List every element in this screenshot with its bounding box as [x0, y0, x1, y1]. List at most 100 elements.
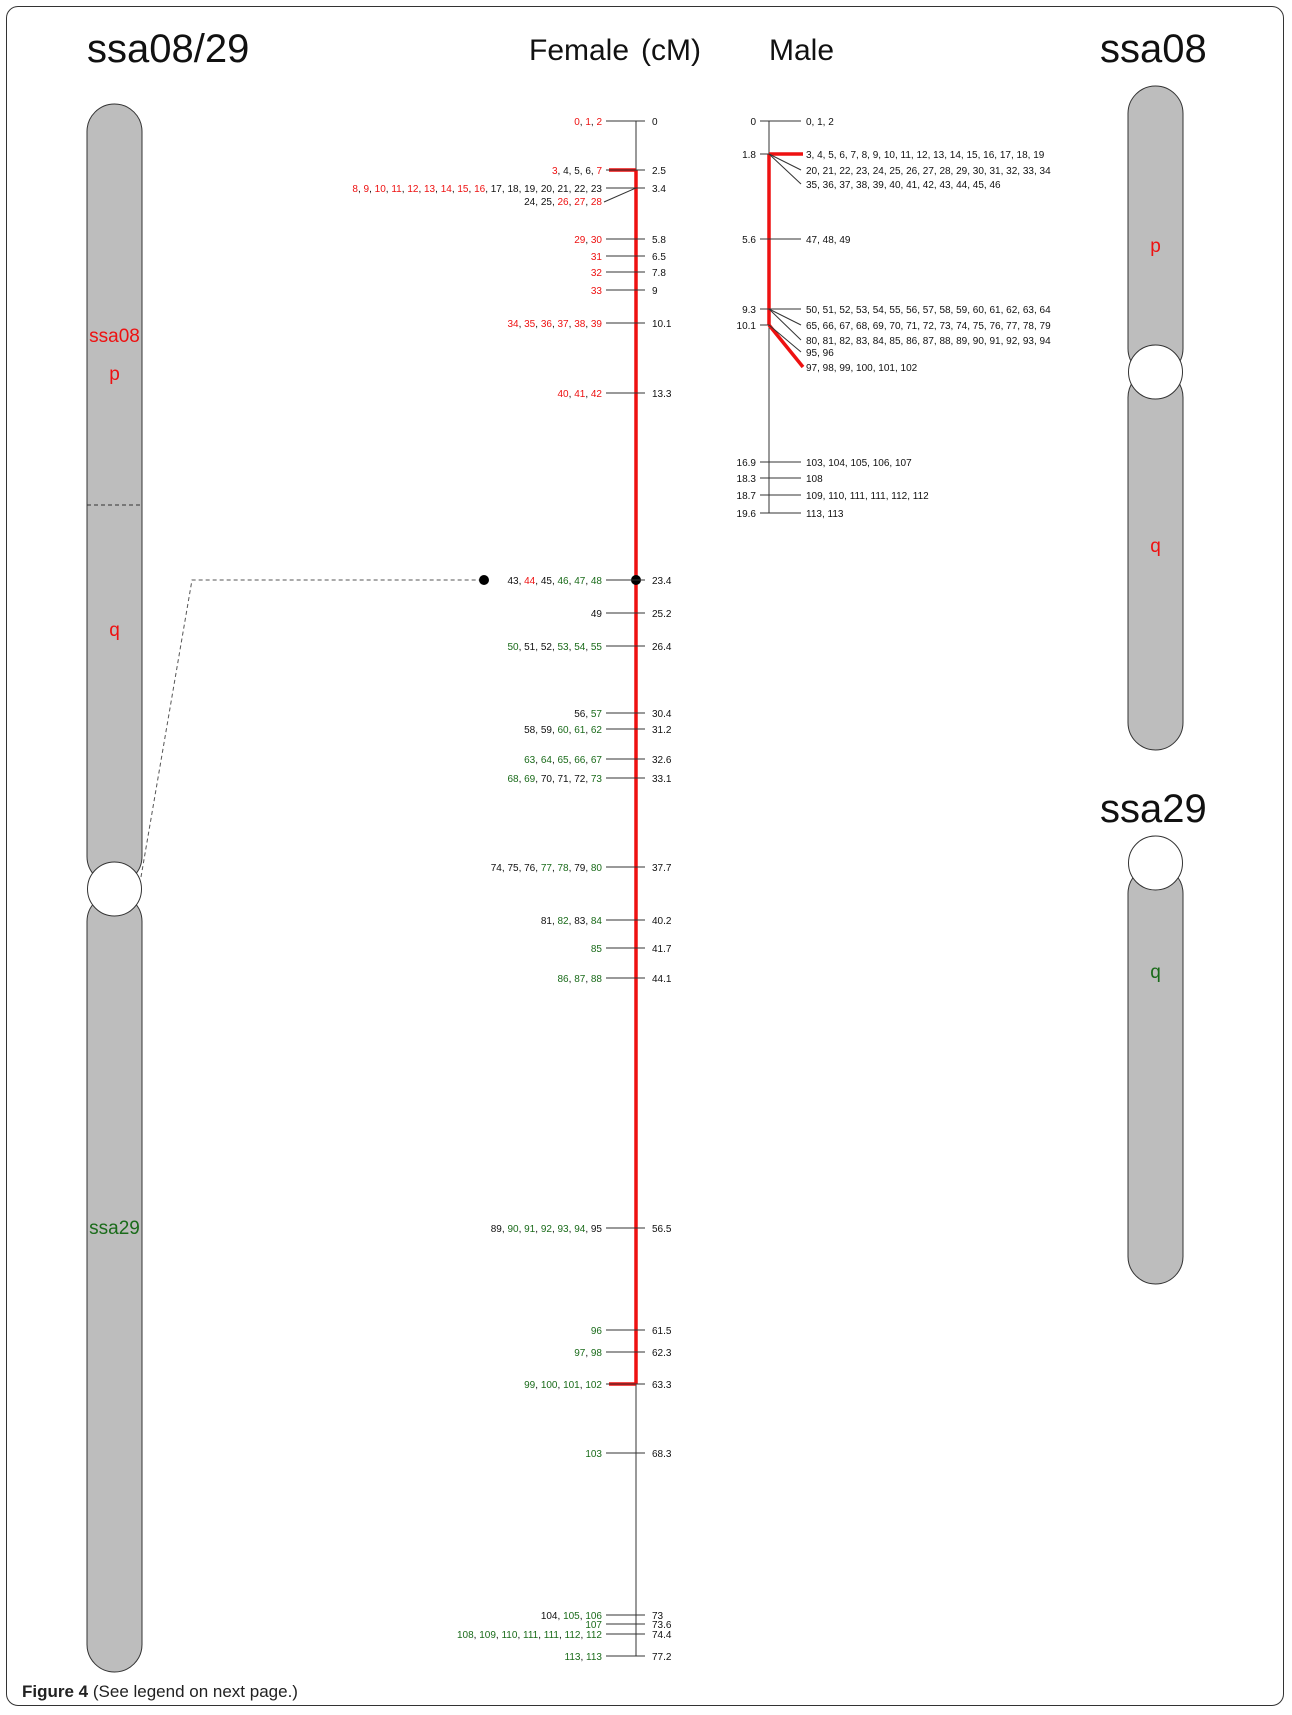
female-marker-label: 24, 25, 26, 27, 28: [524, 197, 602, 208]
female-position-label: 37.7: [652, 863, 672, 874]
female-linkage-map: 00, 1, 22.53, 4, 5, 6, 73.48, 9, 10, 11,…: [352, 117, 671, 1663]
female-position-label: 44.1: [652, 974, 672, 985]
female-position-label: 56.5: [652, 1224, 672, 1235]
male-marker-label: 95, 96: [806, 348, 834, 359]
male-marker-label: 35, 36, 37, 38, 39, 40, 41, 42, 43, 44, …: [806, 180, 1001, 191]
female-marker-label: 85: [591, 944, 603, 955]
female-marker-label: 99, 100, 101, 102: [524, 1380, 602, 1391]
female-marker-label: 68, 69, 70, 71, 72, 73: [507, 774, 602, 785]
male-marker-connector: [768, 153, 802, 171]
chromosome-right-bottom-q-arm: [1127, 865, 1184, 1285]
male-position-label: 18.7: [737, 491, 757, 502]
female-position-label: 40.2: [652, 916, 672, 927]
female-marker-label: 104, 105, 106: [541, 1611, 603, 1622]
centromere-right-bottom: [1128, 835, 1183, 891]
female-marker-label: 29, 30: [574, 235, 602, 246]
label-left-q: q: [109, 620, 120, 641]
centromere-left: [87, 861, 142, 917]
male-marker-label: 3, 4, 5, 6, 7, 8, 9, 10, 11, 12, 13, 14,…: [806, 150, 1045, 161]
chromosome-left-lower-arm: [86, 893, 143, 1673]
label-right-top-q: q: [1150, 536, 1161, 557]
female-marker-label: 96: [591, 1326, 603, 1337]
chromosome-left: ssa08 p q ssa29: [86, 103, 143, 1673]
male-position-label: 16.9: [737, 458, 757, 469]
chromosome-left-upper-arm: [86, 103, 143, 885]
female-position-label: 68.3: [652, 1449, 672, 1460]
caption-text: (See legend on next page.): [92, 1682, 298, 1701]
female-position-label: 6.5: [652, 252, 666, 263]
female-marker-label: 43, 44, 45, 46, 47, 48: [507, 576, 602, 587]
male-linkage-map: 01.85.69.310.116.918.318.719.60, 1, 23, …: [737, 117, 1052, 520]
female-position-label: 7.8: [652, 268, 666, 279]
female-position-label: 41.7: [652, 944, 672, 955]
male-position-label: 9.3: [742, 305, 756, 316]
female-position-label: 0: [652, 117, 658, 128]
male-position-label: 5.6: [742, 235, 756, 246]
female-marker-label: 97, 98: [574, 1348, 602, 1359]
female-position-label: 33.1: [652, 774, 672, 785]
female-marker-label: 74, 75, 76, 77, 78, 79, 80: [491, 863, 603, 874]
title-right-top: ssa08: [1100, 27, 1207, 71]
female-marker-label: 3, 4, 5, 6, 7: [552, 166, 603, 177]
female-position-label: 25.2: [652, 609, 672, 620]
female-position-label: 61.5: [652, 1326, 672, 1337]
title-female: Female: [529, 34, 629, 67]
chromosome-right-top: p q: [1127, 85, 1184, 751]
title-right-bottom: ssa29: [1100, 787, 1207, 831]
figure-caption: Figure 4 (See legend on next page.): [22, 1682, 298, 1702]
female-position-label: 73.6: [652, 1620, 672, 1631]
female-position-label: 2.5: [652, 166, 666, 177]
female-position-label: 23.4: [652, 576, 672, 587]
female-marker-label: 0, 1, 2: [574, 117, 602, 128]
female-marker-label: 56, 57: [574, 709, 602, 720]
label-left-ssa29: ssa29: [89, 1218, 140, 1239]
female-marker-label: 58, 59, 60, 61, 62: [524, 725, 602, 736]
female-marker-label: 86, 87, 88: [558, 974, 603, 985]
female-marker-connector: [603, 187, 637, 203]
female-marker-label: 81, 82, 83, 84: [541, 916, 603, 927]
label-left-ssa08: ssa08: [89, 326, 140, 347]
female-position-label: 13.3: [652, 389, 672, 400]
female-marker-label: 50, 51, 52, 53, 54, 55: [507, 642, 602, 653]
male-position-label: 10.1: [737, 321, 757, 332]
female-marker-label: 40, 41, 42: [558, 389, 603, 400]
chromosome-right-top-p-arm: [1127, 85, 1184, 377]
chromosome-right-top-q-arm: [1127, 369, 1184, 751]
title-left: ssa08/29: [87, 27, 249, 71]
female-position-label: 9: [652, 286, 658, 297]
female-position-label: 30.4: [652, 709, 672, 720]
female-marker-label: 32: [591, 268, 603, 279]
female-marker-label: 33: [591, 286, 603, 297]
female-position-label: 73: [652, 1611, 664, 1622]
male-marker-label: 80, 81, 82, 83, 84, 85, 86, 87, 88, 89, …: [806, 336, 1051, 347]
male-marker-connector: [768, 153, 802, 185]
female-position-label: 77.2: [652, 1652, 672, 1663]
female-position-label: 63.3: [652, 1380, 672, 1391]
title-unit: (cM): [641, 34, 701, 67]
centromere-marker-left-dot: [479, 575, 489, 585]
male-marker-connector: [768, 308, 802, 326]
female-marker-label: 8, 9, 10, 11, 12, 13, 14, 15, 16, 17, 18…: [352, 184, 602, 195]
female-marker-label: 89, 90, 91, 92, 93, 94, 95: [491, 1224, 603, 1235]
male-highlight-bottom-branch: [767, 323, 805, 369]
male-marker-label: 109, 110, 111, 111, 112, 112: [806, 491, 929, 502]
label-right-bottom-q: q: [1150, 962, 1161, 983]
label-right-top-p: p: [1150, 236, 1161, 257]
female-marker-label: 108, 109, 110, 111, 111, 112, 112: [457, 1630, 602, 1641]
centromere-connector: [140, 579, 484, 878]
male-marker-label: 50, 51, 52, 53, 54, 55, 56, 57, 58, 59, …: [806, 305, 1051, 316]
female-marker-label: 113, 113: [565, 1652, 603, 1663]
male-marker-label: 108: [806, 474, 823, 485]
title-male: Male: [769, 34, 834, 67]
female-position-label: 62.3: [652, 1348, 672, 1359]
female-marker-label: 31: [591, 252, 603, 263]
label-left-p: p: [109, 364, 120, 385]
female-marker-label: 103: [585, 1449, 602, 1460]
female-position-label: 32.6: [652, 755, 672, 766]
male-position-label: 1.8: [742, 150, 756, 161]
male-marker-label: 97, 98, 99, 100, 101, 102: [806, 363, 918, 374]
male-marker-label: 20, 21, 22, 23, 24, 25, 26, 27, 28, 29, …: [806, 166, 1051, 177]
female-position-label: 26.4: [652, 642, 672, 653]
female-position-label: 5.8: [652, 235, 666, 246]
